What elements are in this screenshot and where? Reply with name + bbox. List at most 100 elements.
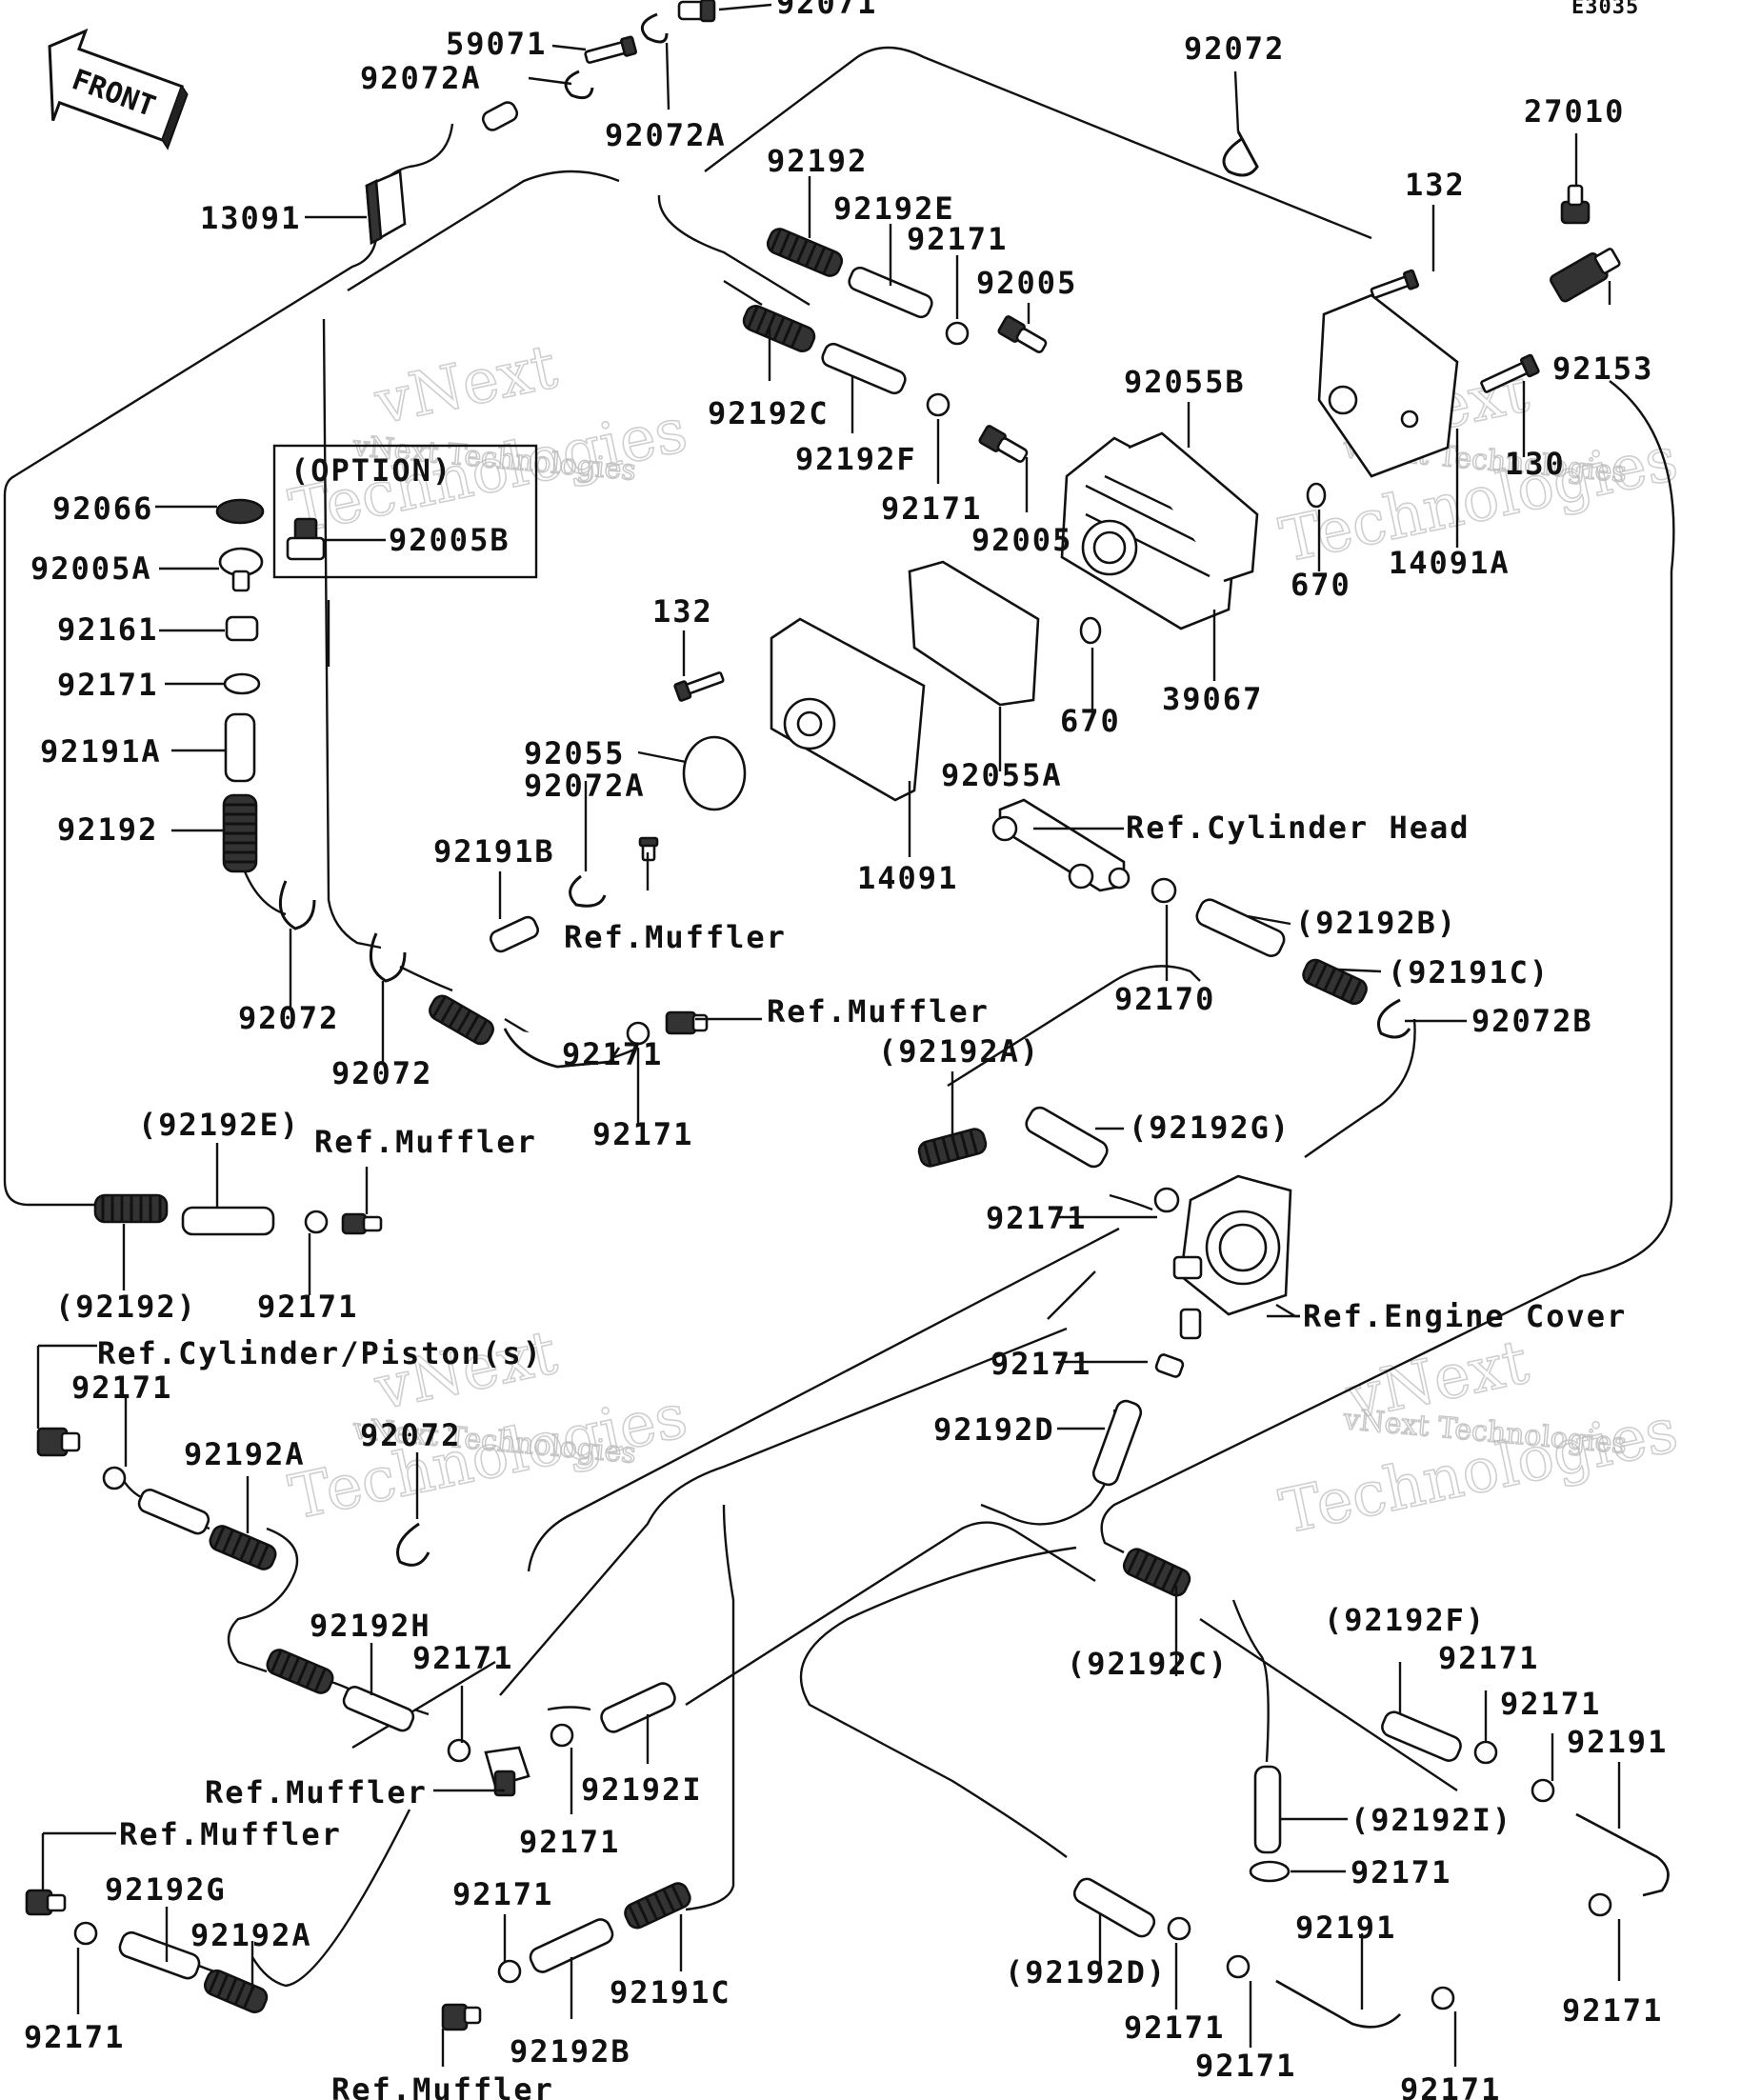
clamp-92171-right-a — [1473, 1740, 1498, 1765]
hose-lines — [3, 46, 1675, 1988]
hose-92192G-paren — [1025, 1106, 1109, 1169]
diagram-code: E3035 — [1571, 0, 1639, 19]
label-670: 670 — [1060, 703, 1121, 739]
ref-muffler-5: Ref.Muffler — [119, 1816, 342, 1852]
sensor-27010 — [1560, 184, 1591, 225]
coil-spring-92192H — [266, 1649, 334, 1694]
label-39067: 39067 — [1162, 681, 1263, 717]
label-92161: 92161 — [57, 611, 158, 648]
label-92153: 92153 — [1552, 350, 1653, 387]
bolt-132-left — [673, 671, 725, 702]
label-92191: 92191 — [1567, 1724, 1668, 1760]
clamp-92171-right-b — [1531, 1778, 1555, 1803]
bolt-132-right — [1370, 269, 1420, 299]
fitting-92005B — [286, 517, 326, 561]
clip-92072A-mid — [569, 874, 607, 908]
label-92171: 92171 — [562, 1036, 663, 1072]
fitting-92005-a — [997, 315, 1048, 353]
cap-92161 — [225, 615, 259, 642]
label-92171: 92171 — [1562, 1992, 1663, 2029]
label-92055A: 92055A — [941, 757, 1063, 793]
label-92171: 92171 — [1438, 1640, 1539, 1676]
ref-cylinder-head: Ref.Cylinder Head — [1126, 810, 1471, 846]
label-14091A: 14091A — [1389, 545, 1511, 581]
clamp-92171-bottom-right-a — [1167, 1916, 1191, 1941]
label-92072: 92072 — [1184, 30, 1285, 67]
clamp-92171-bottom-right-c — [1431, 1986, 1455, 2010]
label-92171: 92171 — [881, 490, 982, 527]
label-92192C: 92192C — [708, 395, 830, 431]
clamp-92171-b — [926, 392, 951, 417]
label-92191C-paren: (92191C) — [1388, 954, 1550, 990]
label-27010: 27010 — [1524, 93, 1625, 130]
clamp-92171-cyl — [102, 1466, 127, 1490]
coil-spring-92191C-paren — [1302, 958, 1368, 1006]
label-92072B: 92072B — [1471, 1003, 1593, 1039]
coil-spring-92192C-paren — [1122, 1548, 1191, 1597]
label-92171: 92171 — [412, 1640, 513, 1676]
hose-lower-left — [137, 1488, 210, 1535]
ref-muffler-4: Ref.Muffler — [205, 1774, 428, 1810]
coil-spring-92192A — [209, 1525, 277, 1570]
label-59071: 59071 — [446, 26, 547, 62]
label-92171: 92171 — [257, 1289, 358, 1325]
label-92171: 92171 — [1195, 2048, 1296, 2084]
manifold-cylinder-head — [991, 798, 1131, 892]
label-92072A: 92072A — [605, 117, 727, 153]
label-92191C: 92191C — [610, 1974, 731, 2010]
front-arrow: FRONT — [48, 28, 189, 150]
fitting-92153 — [1550, 248, 1621, 303]
hose-92191-right — [1575, 1812, 1670, 1897]
clamp-92171-right-d — [1249, 1860, 1291, 1883]
clamp-92170 — [1151, 877, 1177, 904]
label-92192E-paren: (92192E) — [138, 1107, 300, 1143]
clip-92072-lower — [396, 1522, 430, 1567]
leader-lines — [36, 3, 1621, 2067]
label-14091: 14091 — [857, 860, 958, 896]
hose-92192H — [342, 1685, 415, 1732]
coil-spring-mid — [429, 994, 494, 1046]
hose-92191B — [490, 915, 539, 953]
label-130: 130 — [1505, 446, 1566, 482]
label-13091: 13091 — [200, 200, 301, 236]
label-92171: 92171 — [24, 2019, 125, 2055]
label-92170: 92170 — [1114, 981, 1215, 1017]
label-92192E: 92192E — [833, 190, 955, 227]
cap-92066 — [215, 498, 265, 525]
label-92192A: 92192A — [190, 1917, 312, 1953]
label-92072: 92072 — [238, 1000, 339, 1036]
label-92171: 92171 — [907, 221, 1008, 257]
label-92192A-paren: (92192A) — [878, 1033, 1040, 1070]
coil-spring-92192 — [766, 228, 844, 277]
label-92192: 92192 — [57, 811, 158, 848]
label-92171: 92171 — [986, 1200, 1087, 1236]
label-92171: 92171 — [1400, 2071, 1501, 2100]
block-13091 — [365, 170, 407, 246]
option-label: (OPTION) — [290, 452, 452, 489]
label-92005A: 92005A — [30, 550, 152, 587]
reference-labels: Ref.Cylinder Head Ref.Muffler Ref.Muffle… — [97, 810, 1625, 2100]
clamp-92171-engine — [1153, 1187, 1180, 1213]
fitting-92005A — [218, 547, 264, 592]
label-92192-paren: (92192) — [55, 1289, 197, 1325]
label-92192F-paren: (92192F) — [1324, 1602, 1486, 1638]
watermark-top-left: vNext Technologies vNext Technologies — [283, 331, 693, 550]
label-92171: 92171 — [1351, 1854, 1451, 1890]
fitting-cylinder-piston — [36, 1427, 81, 1457]
clamp-92171-mid — [626, 1021, 650, 1046]
bolt-muffler-small — [638, 836, 659, 862]
label-92171: 92171 — [1124, 2010, 1225, 2046]
fitting-92005-b — [978, 425, 1029, 463]
label-92005B: 92005B — [389, 522, 510, 558]
hose-segment-top — [481, 101, 519, 131]
clamp-92171-tee-left — [447, 1738, 471, 1763]
o-ring-670-center — [1079, 616, 1102, 645]
hose-92191-bottom — [1275, 1979, 1401, 2029]
hose-92192E-paren — [181, 1206, 275, 1236]
clamp-92171-a — [945, 321, 970, 346]
label-92005: 92005 — [976, 265, 1077, 301]
clamp-92171-bottom-left — [304, 1210, 329, 1234]
hose-92192E — [848, 266, 933, 319]
ref-cylinder-piston: Ref.Cylinder/Piston(s) — [97, 1335, 543, 1371]
